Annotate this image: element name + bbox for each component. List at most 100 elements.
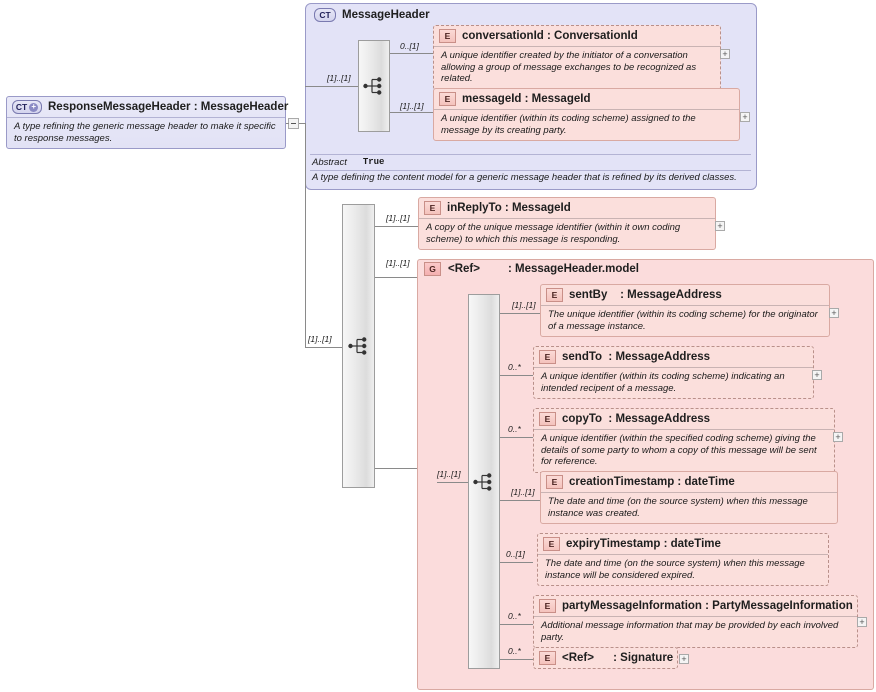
connector-model-branch-partyMessageInformation bbox=[500, 624, 533, 625]
element-sentBy-title-row: E sentBy : MessageAddress bbox=[541, 285, 829, 305]
base-complextype-desc-divider bbox=[310, 170, 751, 171]
element-icon: E bbox=[439, 92, 456, 106]
expander-inReplyTo[interactable]: + bbox=[715, 221, 725, 231]
cardinality-copyTo: 0..* bbox=[508, 424, 521, 434]
connector-root-branch-bottom bbox=[375, 468, 418, 469]
element-inReplyTo-title: inReplyTo : MessageId bbox=[447, 202, 571, 214]
cardinality-sentBy: [1]..[1] bbox=[512, 300, 536, 310]
element-signature-ref[interactable]: E <Ref> : Signature bbox=[533, 647, 678, 669]
cardinality-conversationId: 0..[1] bbox=[400, 41, 419, 51]
sequence-compositor-root[interactable] bbox=[342, 204, 375, 488]
expander-copyTo[interactable]: + bbox=[833, 432, 843, 442]
property-value: True bbox=[362, 157, 385, 167]
element-expiryTimestamp[interactable]: E expiryTimestamp : dateTime The date an… bbox=[537, 533, 829, 587]
root-complextype-title-row: CT+ ResponseMessageHeader : MessageHeade… bbox=[7, 97, 288, 117]
sequence-compositor-base[interactable] bbox=[358, 40, 390, 132]
complextype-icon: CT bbox=[314, 8, 336, 22]
element-conversationId-description: A unique identifier created by the initi… bbox=[434, 46, 720, 89]
element-copyTo[interactable]: E copyTo : MessageAddress A unique ident… bbox=[533, 408, 835, 473]
cardinality-model-group: [1]..[1] bbox=[386, 258, 410, 268]
base-complextype-property-row bbox=[310, 154, 751, 155]
connector-root-vertical bbox=[305, 123, 306, 348]
cardinality-root-compositor: [1]..[1] bbox=[308, 334, 332, 344]
element-creationTimestamp-title-row: E creationTimestamp : dateTime bbox=[541, 472, 837, 492]
element-messageId-description: A unique identifier (within its coding s… bbox=[434, 109, 739, 140]
expander-signature-ref[interactable]: + bbox=[679, 654, 689, 664]
element-sentBy-description: The unique identifier (within its coding… bbox=[541, 305, 829, 336]
element-copyTo-title: copyTo : MessageAddress bbox=[562, 413, 711, 425]
element-partyMessageInformation-title-row: E partyMessageInformation : PartyMessage… bbox=[534, 596, 857, 616]
element-expiryTimestamp-title: expiryTimestamp : dateTime bbox=[566, 538, 721, 550]
sequence-icon bbox=[347, 337, 366, 355]
element-sendTo-title: sendTo : MessageAddress bbox=[562, 351, 711, 363]
expander-sendTo[interactable]: + bbox=[812, 370, 822, 380]
element-partyMessageInformation-description: Additional message information that may … bbox=[534, 616, 857, 647]
base-complextype-description: A type defining the content model for a … bbox=[312, 172, 737, 183]
element-signature-ref-title-row: E <Ref> : Signature bbox=[534, 648, 677, 668]
element-creationTimestamp-description: The date and time (on the source system)… bbox=[541, 492, 837, 523]
connector-base-branch-2 bbox=[390, 112, 433, 113]
root-collapse-toggle[interactable] bbox=[288, 118, 299, 129]
element-partyMessageInformation[interactable]: E partyMessageInformation : PartyMessage… bbox=[533, 595, 858, 649]
element-sendTo-title-row: E sendTo : MessageAddress bbox=[534, 347, 813, 367]
element-messageId-title: messageId : MessageId bbox=[462, 93, 591, 105]
element-copyTo-title-row: E copyTo : MessageAddress bbox=[534, 409, 834, 429]
property-key: Abstract bbox=[312, 157, 347, 168]
element-creationTimestamp[interactable]: E creationTimestamp : dateTime The date … bbox=[540, 471, 838, 525]
expander-sentBy[interactable]: + bbox=[829, 308, 839, 318]
cardinality-sendTo: 0..* bbox=[508, 362, 521, 372]
element-messageId[interactable]: E messageId : MessageId A unique identif… bbox=[433, 88, 740, 142]
element-icon: E bbox=[424, 201, 441, 215]
element-sendTo-description: A unique identifier (within its coding s… bbox=[534, 367, 813, 398]
root-complextype-description: A type refining the generic message head… bbox=[7, 117, 285, 148]
base-complextype-title-row: CT MessageHeader bbox=[306, 4, 756, 24]
cardinality-messageId: [1]..[1] bbox=[400, 101, 424, 111]
expander-messageId[interactable]: + bbox=[740, 112, 750, 122]
expander-conversationId[interactable]: + bbox=[720, 49, 730, 59]
sequence-compositor-model[interactable] bbox=[468, 294, 500, 669]
base-complextype-title: MessageHeader bbox=[342, 9, 430, 21]
cardinality-signature-ref: 0..* bbox=[508, 646, 521, 656]
element-messageId-title-row: E messageId : MessageId bbox=[434, 89, 739, 109]
element-icon: E bbox=[546, 288, 563, 302]
element-icon: E bbox=[539, 599, 556, 613]
element-sendTo[interactable]: E sendTo : MessageAddress A unique ident… bbox=[533, 346, 814, 400]
sequence-icon bbox=[473, 472, 492, 491]
connector-model-branch-signature bbox=[500, 659, 533, 660]
element-icon: E bbox=[543, 537, 560, 551]
cardinality-partyMessageInformation: 0..* bbox=[508, 611, 521, 621]
cardinality-expiryTimestamp: 0..[1] bbox=[506, 549, 525, 559]
connector-model-branch-copyTo bbox=[500, 437, 533, 438]
element-icon: E bbox=[539, 350, 556, 364]
element-sentBy-title: sentBy : MessageAddress bbox=[569, 289, 722, 301]
element-sentBy[interactable]: E sentBy : MessageAddress The unique ide… bbox=[540, 284, 830, 338]
element-icon: E bbox=[439, 29, 456, 43]
element-signature-ref-title: <Ref> : Signature bbox=[562, 652, 674, 664]
element-conversationId-title-row: E conversationId : ConversationId bbox=[434, 26, 720, 46]
element-inReplyTo-description: A copy of the unique message identifier … bbox=[419, 218, 715, 249]
group-title: : MessageHeader.model bbox=[507, 263, 639, 275]
connector-root-branch-inReplyTo bbox=[375, 226, 418, 227]
connector-into-base-compositor bbox=[305, 86, 358, 87]
connector-model-branch-sendTo bbox=[500, 375, 533, 376]
element-expiryTimestamp-title-row: E expiryTimestamp : dateTime bbox=[538, 534, 828, 554]
expander-partyMessageInformation[interactable]: + bbox=[857, 617, 867, 627]
element-creationTimestamp-title: creationTimestamp : dateTime bbox=[569, 476, 735, 488]
connector-root-to-toggle bbox=[286, 123, 289, 124]
element-inReplyTo-title-row: E inReplyTo : MessageId bbox=[419, 198, 715, 218]
connector-model-branch-sentBy bbox=[500, 313, 540, 314]
element-icon: E bbox=[546, 475, 563, 489]
sequence-icon bbox=[363, 77, 382, 95]
group-ref-label: <Ref> bbox=[448, 263, 480, 275]
element-conversationId[interactable]: E conversationId : ConversationId A uniq… bbox=[433, 25, 721, 90]
cardinality-creationTimestamp: [1]..[1] bbox=[511, 487, 535, 497]
element-copyTo-description: A unique identifier (within the specifie… bbox=[534, 429, 834, 472]
root-complextype-node[interactable]: CT+ ResponseMessageHeader : MessageHeade… bbox=[6, 96, 288, 150]
cardinality-inReplyTo: [1]..[1] bbox=[386, 213, 410, 223]
element-inReplyTo[interactable]: E inReplyTo : MessageId A copy of the un… bbox=[418, 197, 716, 251]
base-complextype-property: Abstract True bbox=[312, 157, 749, 168]
cardinality-model-compositor: [1]..[1] bbox=[437, 469, 461, 479]
connector-into-model-compositor bbox=[437, 482, 468, 483]
connector-into-root-compositor bbox=[305, 347, 342, 348]
connector-toggle-right bbox=[299, 123, 305, 124]
